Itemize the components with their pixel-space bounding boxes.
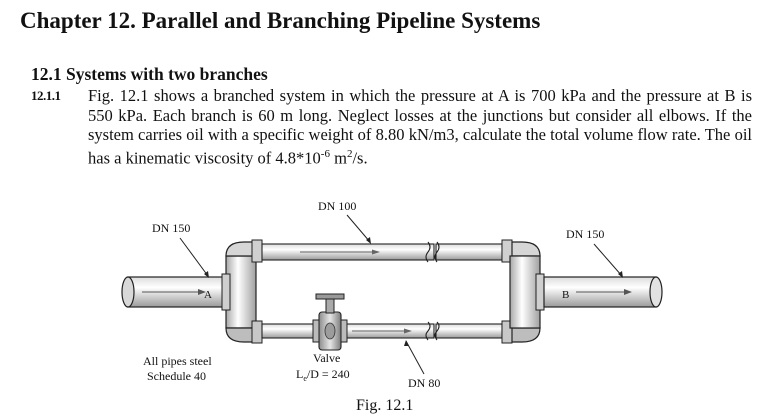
- section-title: 12.1 Systems with two branches: [31, 64, 268, 84]
- dn150-right-leader: [593, 243, 623, 277]
- pipe-schedule-note: Schedule 40: [147, 369, 206, 383]
- problem-statement: Fig. 12.1 shows a branched system in whi…: [88, 86, 752, 168]
- dn150-left-label: DN 150: [152, 221, 190, 235]
- dn100-leader: [346, 214, 371, 243]
- point-b-label: B: [562, 289, 569, 301]
- upper-branch-pipe: [261, 241, 503, 263]
- chapter-title: Chapter 12. Parallel and Branching Pipel…: [20, 8, 541, 33]
- valve-label: Valve: [313, 351, 340, 365]
- left-header: [221, 239, 263, 344]
- dn80-leader: [405, 340, 425, 375]
- dn80-label: DN 80: [408, 376, 440, 390]
- pipe-material-note: All pipes steel: [143, 354, 212, 368]
- dn100-label: DN 100: [318, 199, 356, 213]
- unit-tail: /s.: [352, 148, 368, 167]
- problem-number: 12.1.1: [31, 88, 61, 103]
- outlet-pipe: [543, 276, 663, 308]
- lower-branch-pipe: [261, 321, 503, 341]
- dn150-right-label: DN 150: [566, 227, 604, 241]
- viscosity-unit: m: [329, 148, 347, 167]
- figure-caption: Fig. 12.1: [356, 397, 413, 414]
- valve-ratio: Le/D = 240: [296, 367, 350, 383]
- valve-icon: [312, 293, 348, 351]
- problem-text-main: Fig. 12.1 shows a branched system in whi…: [88, 86, 752, 167]
- unit-exponent: 2: [346, 147, 353, 160]
- point-a-label: A: [204, 289, 212, 301]
- right-header: [501, 239, 545, 344]
- pipeline-figure: A B DN 100 DN 150 DN 150 DN 80 Valve Le/…: [121, 199, 663, 414]
- inlet-pipe: [121, 276, 229, 308]
- dn150-left-leader: [179, 237, 209, 277]
- viscosity-exponent: -6: [320, 147, 330, 160]
